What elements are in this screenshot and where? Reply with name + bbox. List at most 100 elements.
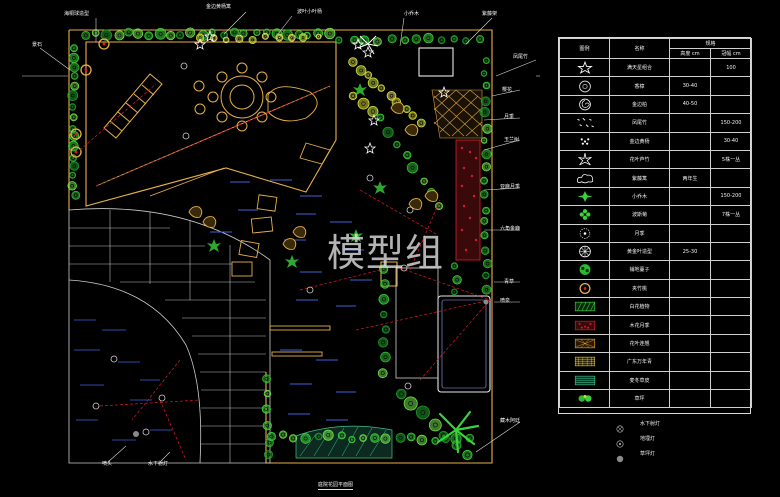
- legend-icon-cell: [559, 168, 610, 188]
- shrub-core: [405, 153, 410, 158]
- orange-cross-icon: [574, 338, 595, 349]
- shrub-symbol: [450, 35, 458, 43]
- callout-top-left-1: 海桐球造型: [64, 11, 90, 17]
- ring-tree-core: [74, 150, 78, 154]
- star-shrub-symbol: [193, 37, 207, 50]
- legend-icon-cell: [559, 370, 610, 391]
- shrub-symbol: [298, 33, 308, 42]
- shrub-core: [317, 35, 321, 39]
- shrub-core: [135, 31, 140, 36]
- landscape-rock-symbol: [424, 190, 439, 202]
- legend-row: 草坪: [559, 389, 753, 409]
- lawn-light-symbols: [133, 299, 489, 437]
- legend-header-height: 高度 cm: [669, 48, 711, 59]
- legend-spread-cell: [709, 370, 753, 391]
- legend-row: 夹竹桃: [559, 278, 753, 299]
- legend-spread-cell: 7株一丛: [709, 205, 753, 225]
- shrub-symbol: [406, 161, 419, 174]
- shrub-symbol: [481, 284, 492, 295]
- shrub-core: [372, 436, 377, 440]
- legend-icon-cell: [559, 131, 610, 151]
- shrub-symbol: [380, 351, 391, 363]
- shrub-core: [414, 37, 419, 41]
- shrub-symbol: [68, 52, 80, 64]
- shrub-symbol: [423, 32, 434, 44]
- shrub-symbol: [402, 105, 411, 114]
- shrub-core: [290, 36, 294, 40]
- shrub-symbol: [406, 432, 416, 442]
- shrub-core: [72, 74, 77, 78]
- legend-height-cell: [669, 370, 711, 391]
- shrub-core: [224, 38, 228, 42]
- shrub-symbol: [480, 231, 489, 240]
- lawn-light-icon: [616, 455, 624, 462]
- shrub-core: [285, 33, 290, 37]
- shrub-symbol: [335, 36, 343, 44]
- shrub-core: [398, 391, 404, 397]
- shrub-core: [485, 261, 490, 266]
- legend-spread-cell: [709, 94, 753, 115]
- legend-height-cell: [669, 352, 711, 372]
- legend-row: 花叶连翘: [559, 333, 753, 354]
- shrub-core: [381, 297, 386, 302]
- shrub-core: [72, 134, 76, 138]
- shrub-core: [484, 208, 488, 213]
- shrub-core: [420, 410, 426, 415]
- shrub-core: [303, 436, 308, 441]
- shrub-symbol: [450, 262, 458, 270]
- legend-name-cell: 满天星组合: [609, 57, 670, 78]
- shrub-core: [267, 440, 272, 445]
- shrub-core: [126, 30, 131, 34]
- shrub-core: [380, 371, 385, 376]
- shrub-core: [277, 36, 281, 40]
- bottom-hatch-bed: [295, 425, 393, 459]
- star-shrub-symbol: [363, 141, 377, 154]
- legend-icon-cell: [559, 223, 610, 243]
- shrub-symbol: [403, 151, 412, 160]
- shrub-core: [70, 184, 74, 188]
- shrub-core: [349, 437, 354, 442]
- shrub-core: [482, 192, 486, 197]
- shrub-core: [484, 165, 489, 169]
- shrub-symbol: [401, 36, 410, 45]
- legend-row: 木花月季: [559, 315, 753, 335]
- legend-name-cell: 小乔木: [609, 186, 670, 207]
- shrub-symbol: [480, 216, 489, 225]
- legend-height-cell: [669, 149, 711, 170]
- shrub-symbol: [70, 44, 78, 53]
- shrub-symbol: [367, 77, 379, 89]
- shrub-symbol: [386, 91, 397, 101]
- fern-symbol: [436, 410, 480, 454]
- daisy-icon: [579, 228, 590, 239]
- shrub-symbol: [367, 106, 379, 118]
- shrub-symbol: [381, 325, 390, 334]
- shrub-core: [168, 33, 173, 38]
- ring-tree-symbol: [98, 38, 110, 50]
- shrub-core: [452, 37, 457, 41]
- shrub-core: [484, 273, 488, 278]
- star-shrub-symbol: [351, 37, 365, 50]
- legend-height-cell: [669, 389, 711, 409]
- legend-name-cell: 黄金叶造型: [609, 241, 670, 262]
- shrub-symbol: [324, 27, 336, 40]
- star-shrub-symbol: [367, 113, 381, 126]
- callout-right-7: 青草: [504, 279, 515, 285]
- shrub-core: [455, 278, 459, 282]
- legend-name-cell: 花叶芦竹: [609, 149, 670, 170]
- shrub-core: [463, 39, 468, 43]
- spiky-star-icon: [577, 153, 592, 166]
- shrub-symbol: [348, 435, 356, 444]
- shrub-core: [409, 434, 414, 439]
- shrub-core: [482, 138, 486, 143]
- shrub-core: [254, 30, 259, 35]
- callout-right-1: 凤尾竹: [513, 54, 529, 60]
- legend-spread-cell: 150-200: [709, 186, 753, 207]
- shrub-core: [366, 73, 371, 77]
- shrub-symbol: [395, 432, 406, 443]
- shrub-symbol: [67, 181, 77, 191]
- shrub-core: [404, 107, 409, 111]
- shrub-core: [386, 130, 391, 135]
- shrub-core: [117, 33, 122, 38]
